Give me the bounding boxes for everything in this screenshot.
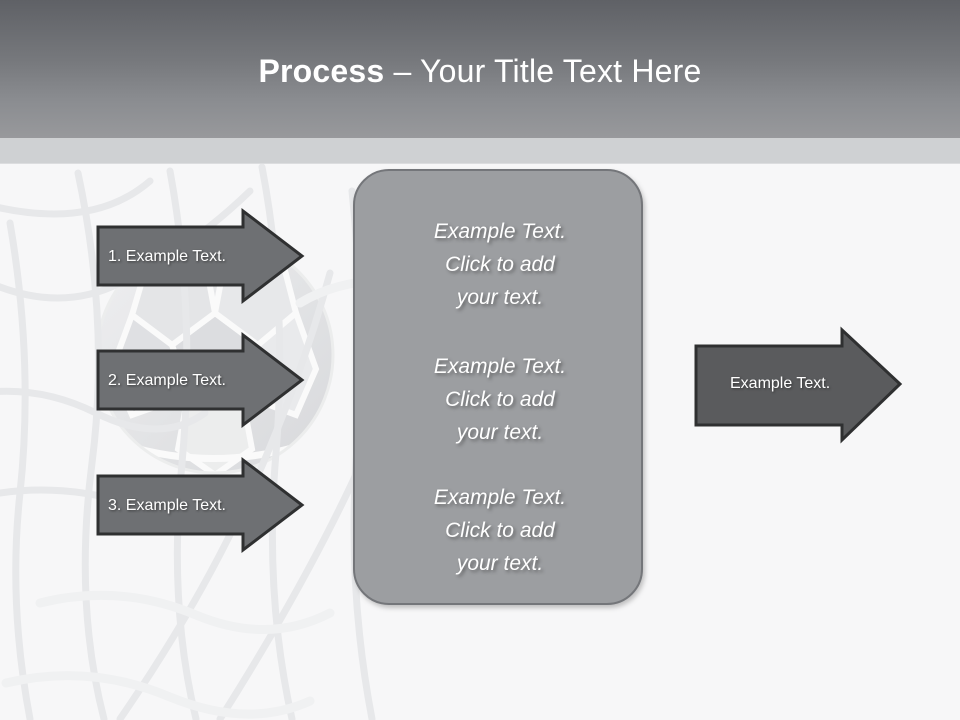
details-line: your text. xyxy=(456,421,544,444)
step-arrow-2[interactable]: 2. Example Text. xyxy=(96,331,306,429)
details-line: Example Text. xyxy=(433,220,567,243)
details-line: Example Text. xyxy=(433,355,567,378)
details-line: your text. xyxy=(456,286,544,309)
result-arrow-label: Example Text. xyxy=(730,375,831,392)
step-arrow-1-label: 1. Example Text. xyxy=(108,248,226,265)
step-arrow-3-label: 3. Example Text. xyxy=(108,497,226,514)
page-title-bold: Process xyxy=(258,53,385,89)
details-text-block-2: Example Text. Click to add your text. xyxy=(373,350,627,449)
title-accent-band xyxy=(0,138,960,164)
step-arrow-1[interactable]: 1. Example Text. xyxy=(96,207,306,305)
step-arrow-3[interactable]: 3. Example Text. xyxy=(96,456,306,554)
result-arrow[interactable]: Example Text. xyxy=(694,326,904,446)
details-panel[interactable]: Example Text. Click to add your text. Ex… xyxy=(353,169,643,605)
title-bar xyxy=(0,0,960,138)
details-line: your text. xyxy=(456,552,544,575)
details-line: Click to add xyxy=(445,388,555,411)
details-line: Example Text. xyxy=(433,486,567,509)
details-text-block-3: Example Text. Click to add your text. xyxy=(373,481,627,580)
details-text-block-1: Example Text. Click to add your text. xyxy=(373,215,627,314)
details-line: Click to add xyxy=(445,519,555,542)
step-arrow-2-label: 2. Example Text. xyxy=(108,372,226,389)
page-title-rest: – Your Title Text Here xyxy=(384,53,702,89)
details-line: Click to add xyxy=(445,253,555,276)
page-title: Process – Your Title Text Here xyxy=(0,52,960,90)
